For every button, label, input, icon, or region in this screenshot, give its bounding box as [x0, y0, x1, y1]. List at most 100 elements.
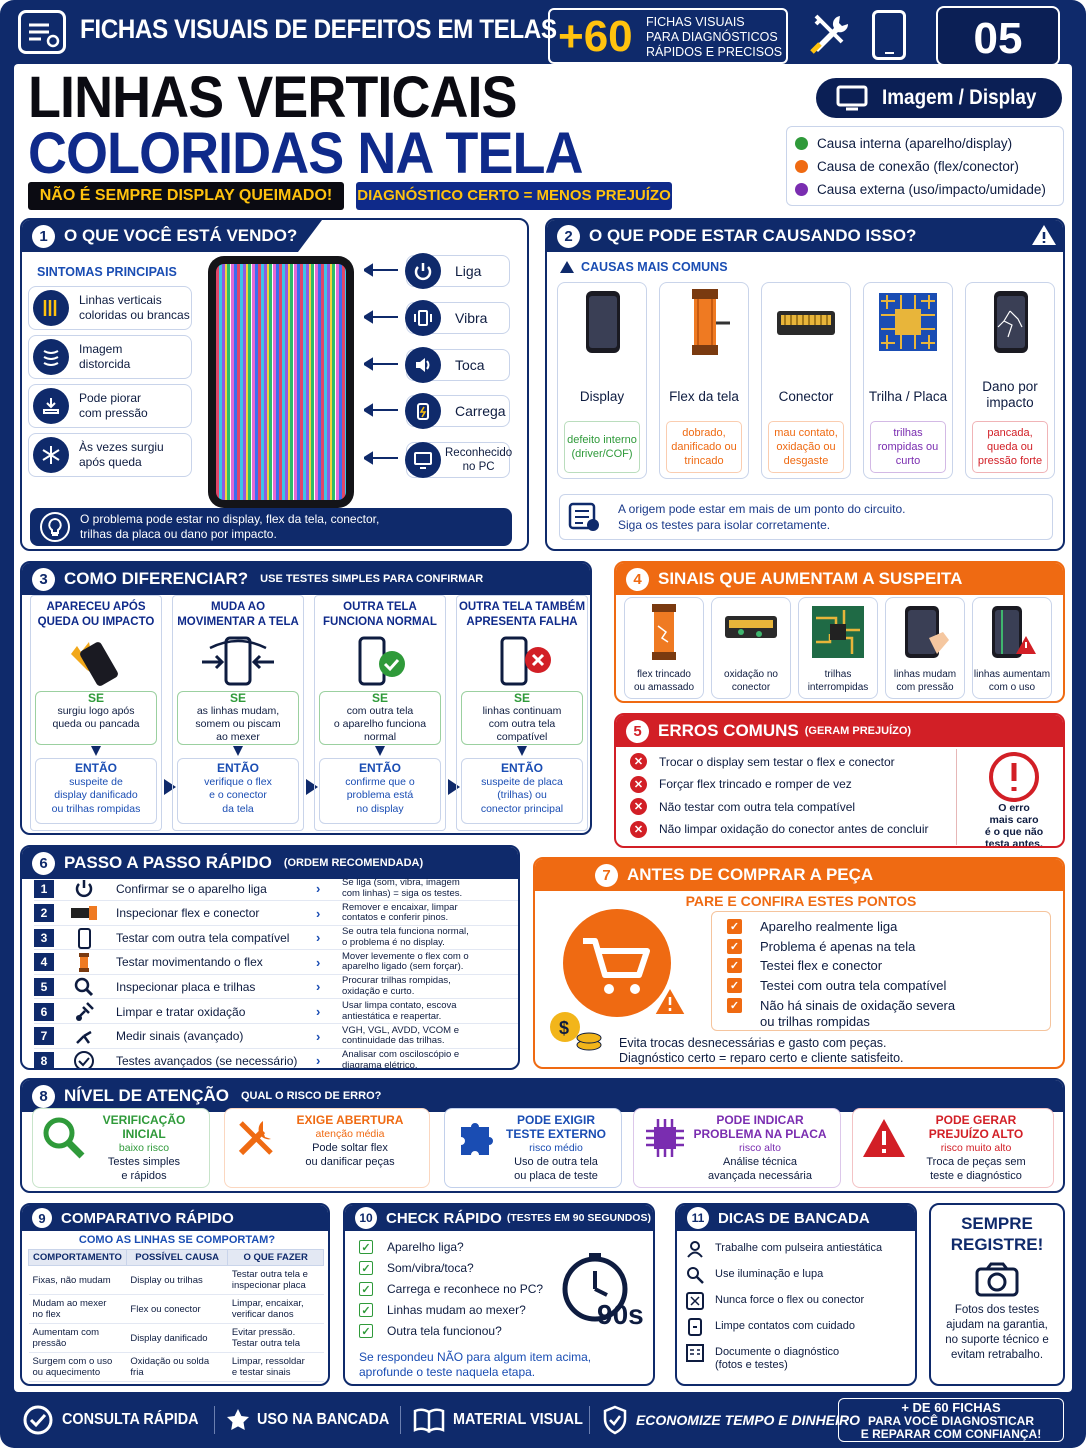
diff-head: OUTRA TELA TAMBÉM: [458, 601, 586, 613]
then-label: ENTÃO: [217, 761, 259, 775]
chevron-right-icon: ›: [316, 979, 321, 995]
section-title: O QUE VOCÊ ESTÁ VENDO?: [64, 226, 298, 245]
header-count-box: +60 FICHAS VISUAIS PARA DIAGNÓSTICOS RÁP…: [548, 8, 788, 64]
function-label: Carrega: [455, 403, 506, 419]
cause-desc: pressão forte: [977, 455, 1043, 467]
footer-item: MATERIAL VISUAL: [452, 1411, 583, 1428]
quick-check-text: Carrega e reconhece no PC?: [387, 1282, 544, 1296]
table-header: POSSÍVEL CAUSA: [125, 1249, 229, 1266]
bench-tip-text: Documente o diagnóstico: [715, 1346, 840, 1358]
table-cell: Oxidação ou solda fria: [126, 1352, 228, 1382]
close-icon: ✕: [630, 798, 647, 815]
table-cell-text: e testar sinais: [231, 1367, 291, 1378]
chevron-right-icon: ›: [316, 1004, 321, 1019]
if-text: ao mexer: [216, 731, 260, 743]
causes-subtitle-text: CAUSAS MAIS COMUNS: [581, 260, 728, 274]
step-detail: com linhas) = siga os testes.: [342, 887, 463, 899]
tag-not-always-burned: NÃO É SEMPRE DISPLAY QUEIMADO!: [28, 182, 344, 210]
step-number: 4: [34, 953, 54, 972]
section-number: 5: [626, 719, 649, 743]
quick-check-item: ✓ Carrega e reconhece no PC?: [359, 1282, 543, 1296]
section-number: 11: [687, 1207, 709, 1229]
side-note-text: é o que não: [984, 826, 1044, 838]
table-cell-text: ou aquecimento: [32, 1367, 101, 1378]
level-desc: e rápidos: [121, 1170, 167, 1182]
phone-move-icon: [173, 634, 303, 690]
bench-tip-text: Limpe contatos com cuidado: [715, 1320, 856, 1332]
flex-connector-icon: [64, 904, 104, 922]
then-text: (trilhas) ou: [497, 789, 547, 801]
oxidized-connector-icon: [712, 602, 790, 652]
table-cell-text: verificar danos: [231, 1309, 294, 1320]
arrow-down-icon: [233, 746, 243, 756]
cause-desc: dobrado,: [682, 427, 726, 439]
diff-head: APARECEU APÓS: [46, 601, 146, 613]
cracked-phone-icon: [966, 287, 1054, 357]
then-text: e o conector: [209, 789, 267, 801]
arrow-column: [364, 256, 400, 476]
section-number: 4: [626, 567, 649, 591]
table-cell-text: inspecionar placa: [231, 1280, 306, 1291]
step-detail: oxidação e curto.: [342, 985, 415, 997]
causes-subtitle: CAUSAS MAIS COMUNS: [559, 260, 728, 274]
divider: [956, 749, 957, 845]
level-desc: avançada necessária: [708, 1170, 812, 1182]
function-label: Liga: [455, 263, 482, 279]
quick-check-item: ✓Linhas mudam ao mexer?: [359, 1303, 526, 1317]
if-text: com outra tela: [488, 718, 556, 730]
phone-icon: [64, 927, 104, 949]
level-title: PODE GERAR: [935, 1113, 1017, 1127]
step-detail: continuidade das trilhas.: [342, 1035, 445, 1047]
function-label: Vibra: [455, 310, 488, 326]
step-detail: Se outra tela funciona normal,: [342, 926, 469, 938]
symptom-text: Imagem: [79, 342, 123, 356]
close-icon: ✕: [630, 820, 647, 838]
table-cell: Display ou trilhas: [126, 1265, 228, 1295]
cause-note-text: Siga os testes para isolar corretamente.: [618, 518, 831, 532]
vibrate-icon: [405, 300, 441, 336]
stopwatch-icon: [559, 1249, 639, 1329]
lightbulb-icon: [40, 512, 70, 542]
level-title: PROBLEMA NA PLACA: [693, 1127, 827, 1141]
warning-icon: [1032, 225, 1056, 245]
table-cell-text: Display danificado: [130, 1332, 208, 1344]
section-number: 3: [32, 567, 55, 591]
checkbox-checked-icon: ✓: [359, 1282, 373, 1296]
step-detail: o problema é no display.: [342, 936, 445, 948]
table-cell-text: Limpar, ressoldar: [231, 1356, 305, 1367]
checkbox-checked-icon: ✓: [727, 919, 742, 934]
section-number: 9: [32, 1208, 52, 1228]
document-icon: [18, 10, 66, 54]
section-subtitle: (GERAM PREJUÍZO): [804, 725, 912, 737]
level-desc: Uso de outra tela: [514, 1156, 598, 1168]
then-label: ENTÃO: [359, 761, 401, 775]
header-count: +60: [558, 12, 633, 61]
hero-title-line2: COLORIDAS NA TELA: [28, 121, 583, 186]
function-item: Vibra: [405, 300, 510, 336]
suspicion-text: flex trincado: [637, 669, 691, 680]
book-icon: [413, 1408, 444, 1433]
document-icon: [685, 1343, 705, 1363]
lines-icon: [33, 290, 69, 326]
error-text: Forçar flex trincado e romper de vez: [659, 777, 852, 791]
warning-icon: [560, 261, 574, 273]
purchase-check-item: ✓Aparelho realmente liga: [727, 919, 897, 934]
warning-phone-icon: [973, 602, 1051, 662]
step-label: Testar com outra tela compatível: [116, 930, 290, 945]
pressure-phone-icon: [886, 602, 964, 662]
purchase-check-item: ✓Não há sinais de oxidação severa: [727, 997, 955, 1013]
function-label: no PC: [462, 461, 495, 473]
step-number: 7: [34, 1027, 54, 1046]
cause-desc-box: defeito interno(driver/COF): [564, 421, 640, 473]
